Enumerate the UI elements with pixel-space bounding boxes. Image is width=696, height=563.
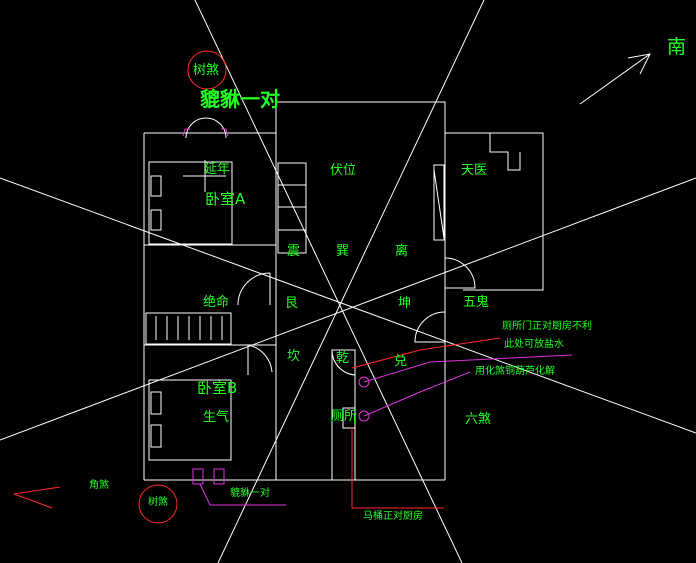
ray-3 bbox=[0, 177, 696, 434]
shusha-label-top: 树煞 bbox=[193, 63, 220, 78]
house-walls bbox=[143, 101, 544, 481]
kan-label: 坎 bbox=[287, 349, 301, 364]
note-salt-water: 此处可放盐水 bbox=[504, 339, 564, 350]
jiaosha-marker bbox=[13, 486, 61, 509]
bed-b bbox=[148, 379, 232, 461]
pillow-a1 bbox=[150, 175, 162, 197]
note-toilet-door: 厕所门正对厨房不利 bbox=[502, 321, 592, 332]
ray-1 bbox=[194, 0, 463, 563]
bed-a bbox=[148, 161, 233, 245]
leader-toilet bbox=[351, 337, 501, 369]
wc-label: 厕所 bbox=[331, 409, 358, 424]
shengqi-label: 生气 bbox=[203, 410, 230, 425]
ray-2 bbox=[217, 0, 485, 563]
note-yonghua: 用化煞铜葫芦化解 bbox=[475, 366, 555, 377]
stair-block bbox=[489, 133, 521, 171]
shusha-label-bottom: 树煞 bbox=[148, 497, 168, 508]
leader-matong bbox=[351, 428, 444, 509]
compass-arrow bbox=[579, 53, 651, 105]
stairs bbox=[277, 162, 307, 254]
pillow-b1 bbox=[150, 391, 162, 415]
wardrobe bbox=[145, 312, 232, 345]
note-matong: 马桶正对厨房 bbox=[363, 511, 423, 522]
door-tianyi bbox=[444, 257, 476, 289]
door-kun bbox=[414, 311, 446, 343]
shusha-circle-top bbox=[187, 50, 227, 90]
yannian-label: 延年 bbox=[204, 162, 231, 177]
li-label: 离 bbox=[395, 244, 409, 259]
liusha-label: 六煞 bbox=[465, 412, 492, 427]
leader-salt bbox=[363, 354, 573, 383]
bedroom-b-label: 卧室B bbox=[197, 379, 238, 397]
red-annotations bbox=[13, 50, 501, 524]
magenta-annotations bbox=[182, 128, 573, 506]
door-top bbox=[185, 117, 227, 139]
wugui-label: 五鬼 bbox=[463, 295, 490, 310]
ray-4 bbox=[0, 177, 696, 441]
gen-label: 艮 bbox=[285, 296, 299, 311]
pillow-a2 bbox=[150, 209, 162, 231]
kun-label: 坤 bbox=[398, 296, 412, 311]
jueming-label: 绝命 bbox=[203, 295, 230, 310]
pixiu-label-top: 貔貅一对 bbox=[200, 87, 280, 111]
pillow-b2 bbox=[150, 424, 162, 448]
kitchen-cabinet bbox=[433, 164, 445, 241]
fuwei-label: 伏位 bbox=[330, 163, 357, 178]
dui-label: 兑 bbox=[394, 354, 408, 369]
toilet-door bbox=[331, 349, 356, 376]
shusha-circle-bottom bbox=[138, 484, 178, 524]
qian-label: 乾 bbox=[336, 351, 350, 366]
pixiu-label-bottom: 貔貅一对 bbox=[230, 488, 270, 499]
zhen-label: 震 bbox=[287, 244, 301, 259]
compass-south-label: 南 bbox=[667, 36, 687, 58]
xun-label: 巽 bbox=[336, 244, 350, 259]
bedroom-a-label: 卧室A bbox=[205, 190, 246, 208]
wall-top bbox=[144, 101, 544, 291]
leader-yonghua bbox=[363, 371, 471, 417]
jiaosha-label: 角煞 bbox=[89, 480, 109, 491]
tianyi-label: 天医 bbox=[461, 163, 488, 178]
toilet-fixture bbox=[342, 407, 356, 429]
door-bedroom-b bbox=[247, 344, 273, 375]
door-jueming bbox=[237, 272, 271, 306]
leader-pixiu-bottom bbox=[199, 483, 286, 506]
